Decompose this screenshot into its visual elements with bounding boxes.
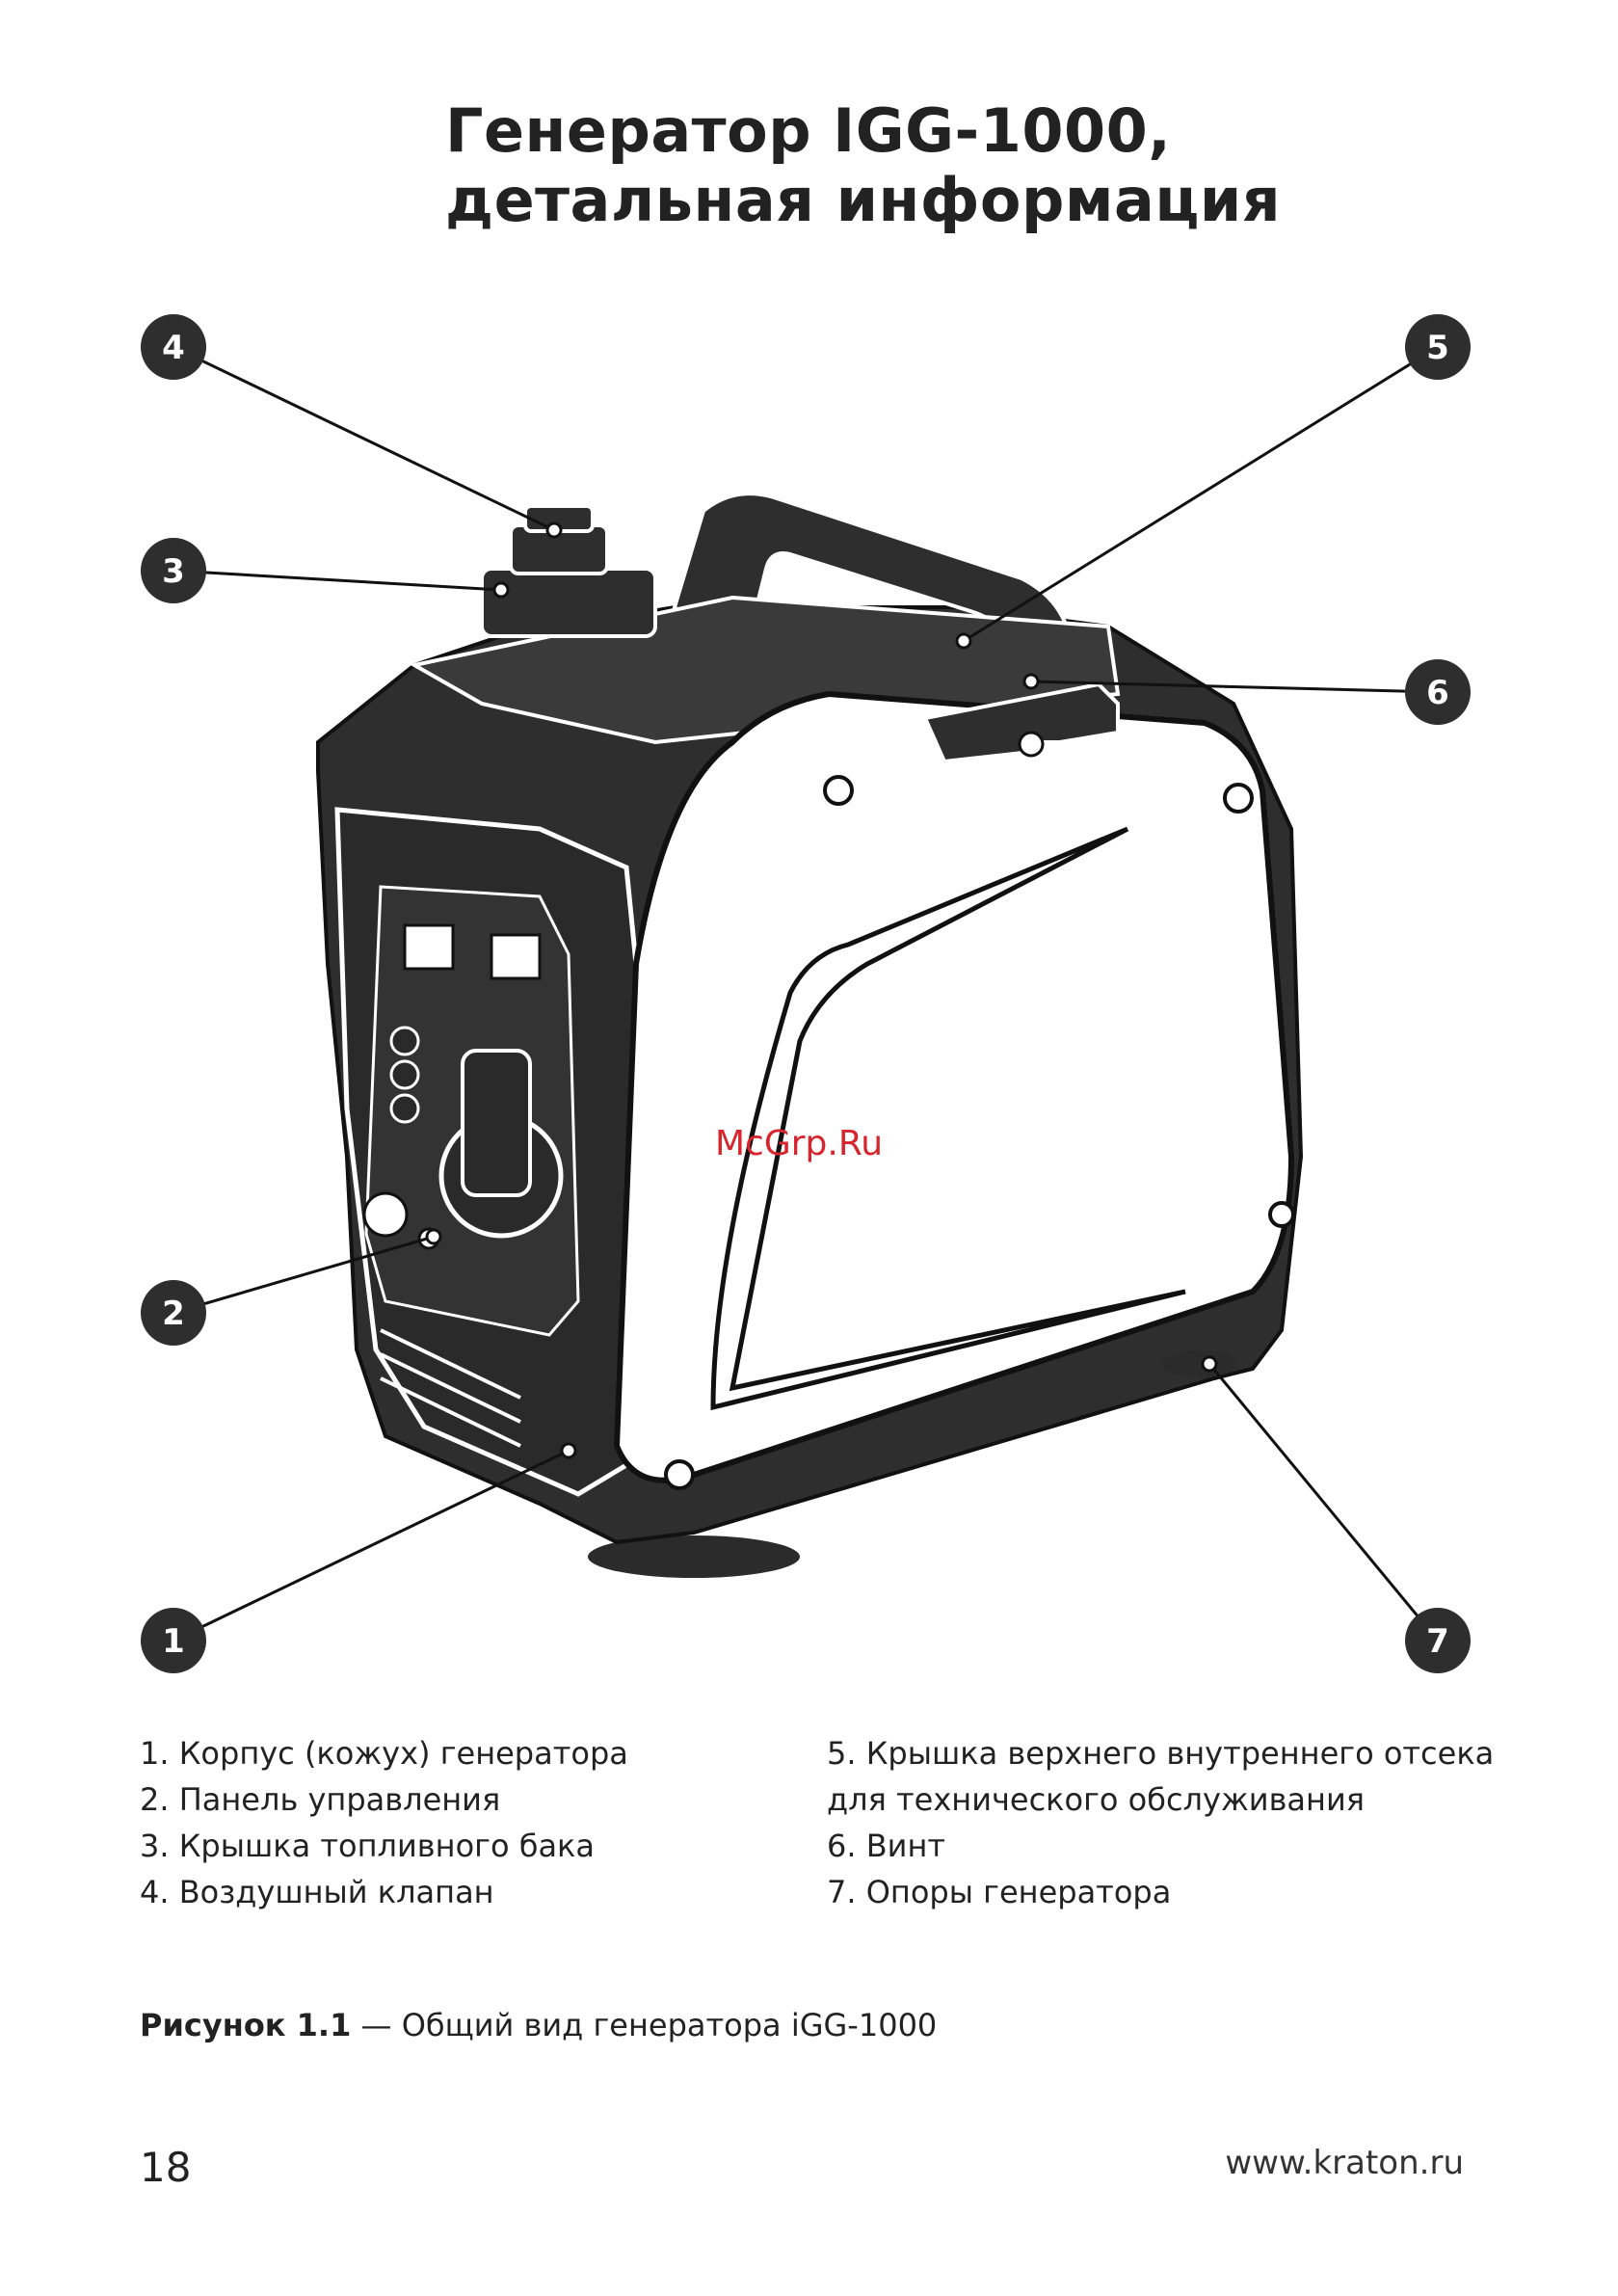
legend-item: 3. Крышка топливного бака	[140, 1828, 595, 1864]
panel-button-3	[389, 1093, 420, 1124]
callout-3-label: 3	[162, 552, 185, 591]
indicator-right	[490, 933, 542, 980]
watermark: McGrp.Ru	[715, 1124, 884, 1163]
generator-illustration: 1 2 3 4 5 6 7	[0, 289, 1618, 1716]
panel-button-2	[389, 1059, 420, 1090]
legend-item: 4. Воздушный клапан	[140, 1874, 494, 1910]
legend-item: 5. Крышка верхнего внутреннего отсека	[827, 1735, 1495, 1772]
indicator-left	[403, 923, 455, 971]
fuel-cap	[480, 567, 657, 638]
callout-1-label: 1	[162, 1622, 185, 1661]
legend-item: для технического обслуживания	[827, 1781, 1365, 1818]
callout-5: 5	[1405, 314, 1471, 380]
callout-4: 4	[141, 314, 206, 380]
callout-4-label: 4	[162, 329, 185, 367]
maintenance-cover	[922, 681, 1120, 764]
panel-button-1	[389, 1026, 420, 1056]
legend-item: 6. Винт	[827, 1828, 946, 1864]
callout-2: 2	[141, 1280, 206, 1346]
terminal-knob	[362, 1191, 409, 1238]
generator-drawing: 1 2 3 4 5 6 7	[141, 314, 1471, 1673]
website-link[interactable]: www.kraton.ru	[1225, 2144, 1464, 2182]
callout-2-label: 2	[162, 1295, 185, 1333]
generator-foot	[1161, 1350, 1238, 1377]
legend-item: 1. Корпус (кожух) генератора	[140, 1735, 628, 1772]
cover-screw	[1018, 731, 1045, 758]
callout-3: 3	[141, 538, 206, 603]
figure-label: Рисунок 1.1	[140, 2007, 352, 2043]
leader-lines	[172, 345, 1440, 1642]
callout-7-label: 7	[1426, 1622, 1449, 1661]
page-number: 18	[140, 2144, 192, 2191]
callout-6-label: 6	[1426, 674, 1449, 712]
side-panel-screws	[664, 775, 1295, 1490]
side-panel	[613, 690, 1295, 1483]
page-title: Генератор IGG-1000, детальная информация	[445, 95, 1282, 235]
generator-shadow	[588, 1535, 800, 1578]
callout-1: 1	[141, 1608, 206, 1673]
callout-6: 6	[1405, 659, 1471, 725]
callout-5-label: 5	[1426, 329, 1449, 367]
legend-item: 7. Опоры генератора	[827, 1874, 1172, 1910]
callout-7: 7	[1405, 1608, 1471, 1673]
front-vents	[380, 1328, 521, 1448]
legend-right: 5. Крышка верхнего внутреннего отсека дл…	[827, 1730, 1521, 1915]
outlet-cover	[461, 1049, 532, 1197]
figure-caption: Рисунок 1.1 — Общий вид генератора iGG-1…	[140, 2007, 937, 2043]
legend-left: 1. Корпус (кожух) генератора 2. Панель у…	[140, 1730, 814, 1915]
legend-item: 2. Панель управления	[140, 1781, 501, 1818]
side-panel-inner	[710, 826, 1186, 1411]
figure-caption-text: — Общий вид генератора iGG-1000	[351, 2007, 938, 2043]
leader-dots	[425, 521, 1218, 1459]
